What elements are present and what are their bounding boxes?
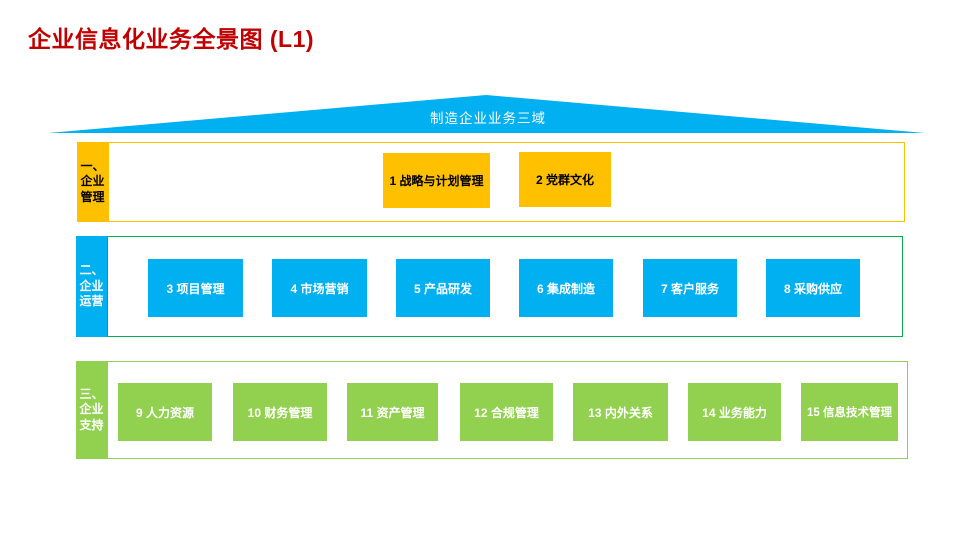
box-product-rd: 5 产品研发 [396, 259, 490, 317]
tab-line: 二、 [79, 263, 104, 278]
roof-triangle-shape [48, 95, 925, 133]
tab-line: 支持 [79, 417, 104, 432]
box-assets: 11 资产管理 [347, 383, 438, 441]
box-project-mgmt: 3 项目管理 [148, 259, 243, 317]
tab-line: 三、 [79, 386, 104, 401]
box-compliance: 12 合规管理 [460, 383, 553, 441]
row-management-tab: 一、 企业 管理 [77, 142, 108, 222]
box-procurement: 8 采购供应 [766, 259, 860, 317]
tab-line: 企业 [80, 174, 105, 189]
tab-line: 一、 [80, 158, 105, 173]
row-support-tab: 三、 企业 支持 [76, 361, 107, 459]
row-management-panel [108, 142, 905, 222]
page-title: 企业信息化业务全景图 (L1) [28, 26, 315, 52]
tab-line: 企业 [79, 402, 104, 417]
box-customer-service: 7 客户服务 [643, 259, 737, 317]
box-marketing: 4 市场营销 [272, 259, 367, 317]
box-strategy-planning: 1 战略与计划管理 [383, 153, 490, 208]
tab-line: 运营 [79, 294, 104, 309]
row-operations-tab: 二、 企业 运营 [76, 236, 107, 337]
box-finance: 10 财务管理 [233, 383, 327, 441]
roof-label: 制造企业业务三域 [430, 111, 546, 126]
box-party-culture: 2 党群文化 [519, 152, 611, 207]
tab-line: 管理 [80, 189, 105, 204]
box-hr: 9 人力资源 [118, 383, 212, 441]
box-capability: 14 业务能力 [688, 383, 781, 441]
box-manufacturing: 6 集成制造 [519, 259, 613, 317]
tab-line: 企业 [79, 278, 104, 293]
box-it-mgmt: 15 信息技术管理 [801, 383, 898, 441]
box-relations: 13 内外关系 [573, 383, 668, 441]
